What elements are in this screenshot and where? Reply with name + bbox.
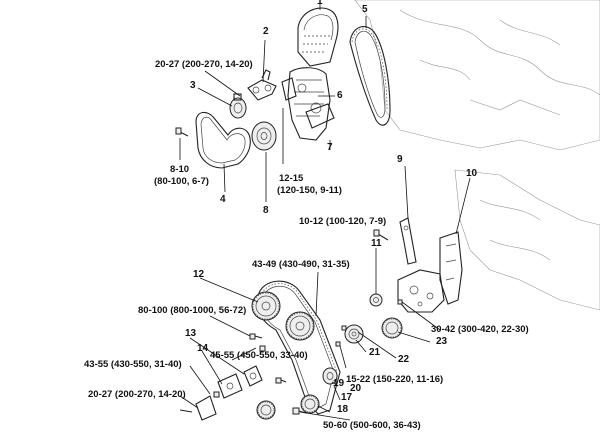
callout-20: 20 [350, 383, 362, 394]
alternator-bracket [247, 69, 277, 101]
camshaft-sprocket-left [251, 291, 281, 321]
crankshaft-sprocket [381, 317, 403, 339]
callout-8: 8 [263, 205, 269, 216]
torque-label-50-60: 50-60 (500-600, 36-43) [323, 420, 421, 431]
torque-label-80-100: 80-100 (800-1000, 56-72) [138, 305, 247, 316]
tensioner-pulley [344, 324, 364, 344]
torque-label-12-15-units: (120-150, 9-11) [277, 185, 342, 196]
torque-label-10-12: 10-12 (100-120, 7-9) [299, 216, 387, 227]
callout-11: 11 [371, 238, 382, 249]
tensioner-bracket [439, 231, 463, 305]
drive-belt [195, 111, 251, 169]
callout-21: 21 [369, 347, 381, 358]
tensioner-arm [399, 217, 417, 265]
oil-pump-housing [397, 269, 445, 313]
callout-23: 23 [436, 336, 448, 347]
callout-6: 6 [337, 90, 343, 101]
crankshaft-pulley-disc [251, 121, 277, 151]
bracket-lower-left [179, 391, 220, 421]
callout-3: 3 [190, 80, 196, 91]
tensioner-spring [243, 365, 263, 387]
callout-10: 10 [466, 168, 478, 179]
torque-label-43-49: 43-49 (430-490, 31-35) [252, 259, 350, 270]
torque-label-20-27-bottom: 20-27 (200-270, 14-20) [88, 389, 186, 400]
bottom-sprocket [256, 400, 276, 420]
callout-17: 17 [341, 392, 353, 403]
torque-label-8-10-units: (80-100, 6-7) [154, 176, 209, 187]
callout-14: 14 [197, 343, 209, 354]
camshaft-sprocket-right [285, 311, 315, 341]
callout-18: 18 [337, 404, 349, 415]
engine-block-lower [454, 169, 600, 311]
torque-label-15-22: 15-22 (150-220, 11-16) [346, 374, 444, 385]
leader-lines [179, 16, 471, 421]
callout-1: 1 [317, 0, 323, 7]
lower-timing-cover [281, 67, 335, 141]
small-bolt-left [175, 127, 189, 137]
callout-7: 7 [327, 142, 333, 153]
engine-block-upper [354, 0, 600, 151]
lower-idler [322, 367, 338, 385]
small-bolt-center [249, 333, 287, 384]
callout-19: 19 [333, 378, 345, 389]
callout-4: 4 [220, 194, 226, 205]
small-idler [369, 293, 383, 307]
upper-timing-belt [349, 26, 391, 126]
lower-sprocket [300, 394, 320, 414]
upper-timing-cover [297, 0, 339, 67]
callout-2: 2 [263, 26, 269, 37]
torque-label-30-42: 30-42 (300-420, 22-30) [431, 324, 529, 335]
torque-label-45-55: 45-55 (450-550, 33-40) [210, 350, 308, 361]
bolt-10-12 [373, 229, 389, 241]
idler-pulley [229, 93, 247, 119]
callout-22: 22 [398, 354, 410, 365]
torque-label-12-15: 12-15 [279, 173, 304, 184]
torque-label-8-10: 8-10 [170, 164, 190, 175]
tensioner-body [217, 373, 243, 399]
callout-13: 13 [185, 328, 197, 339]
torque-label-43-55: 43-55 (430-550, 31-40) [84, 359, 182, 370]
callout-9: 9 [397, 154, 403, 165]
callout-12: 12 [193, 269, 205, 280]
torque-label-20-27-top: 20-27 (200-270, 14-20) [155, 59, 253, 70]
callout-5: 5 [362, 4, 368, 15]
